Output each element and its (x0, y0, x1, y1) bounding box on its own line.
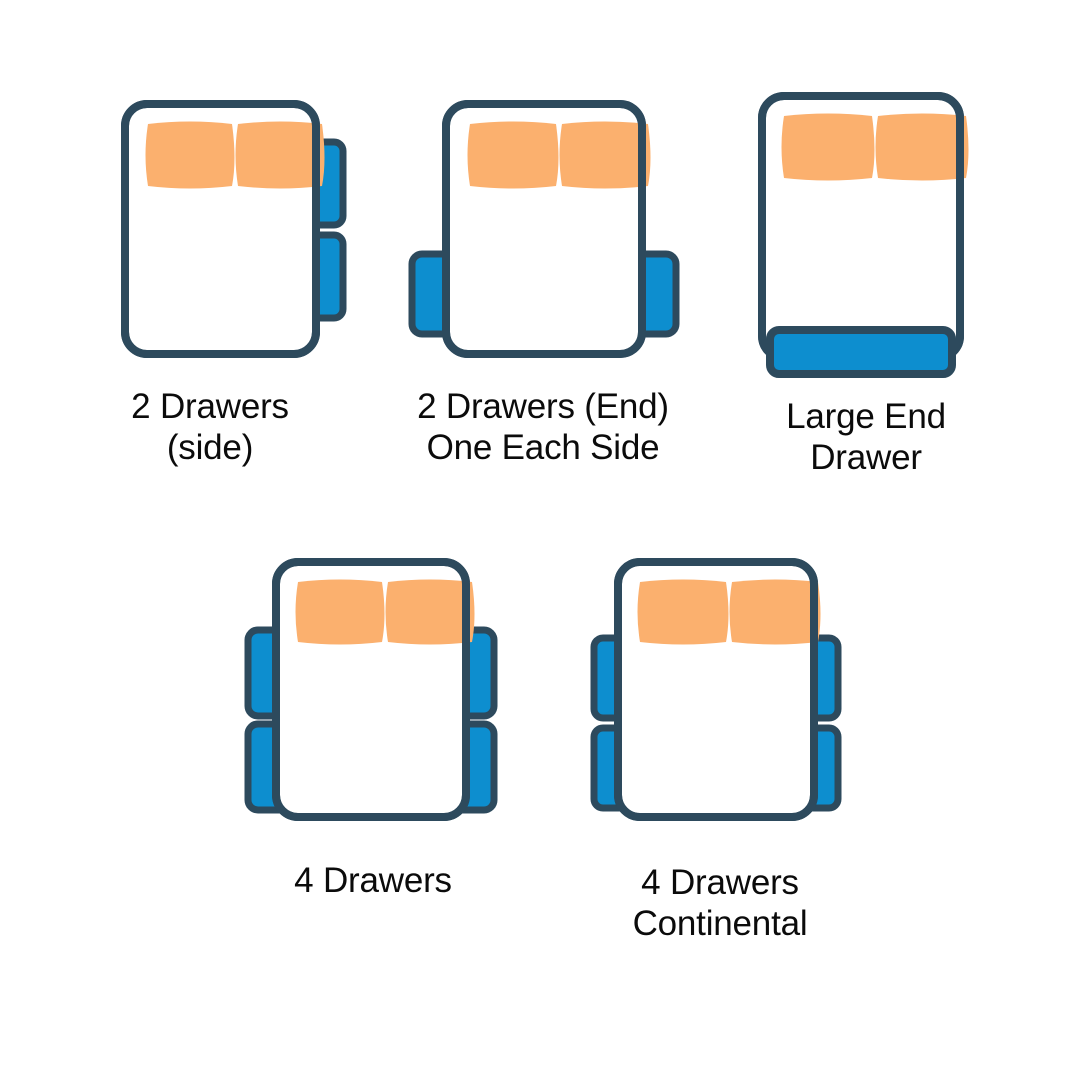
pillow-left (295, 579, 385, 645)
bed-option-two-drawers-end[interactable] (404, 92, 684, 367)
mattress-outline-top (442, 100, 646, 358)
drawer-end-large (766, 326, 956, 378)
pillow-right (559, 121, 651, 189)
bed-icon-two-drawers-end (408, 100, 680, 358)
bed-option-four-drawers-continental[interactable] (586, 552, 846, 827)
bed-icon-large-end-drawer (758, 92, 969, 378)
bed-option-four-drawers[interactable] (236, 552, 506, 827)
pillow-left (781, 113, 875, 181)
bed-option-label-four-drawers-continental: 4 Drawers Continental (632, 863, 808, 944)
pillow-right (385, 579, 475, 645)
bed-option-large-end-drawer[interactable] (748, 82, 978, 382)
bed-option-label-two-drawers-side: 2 Drawers (side) (131, 387, 289, 468)
bed-icon-two-drawers-side (121, 100, 347, 358)
bed-option-label-four-drawers: 4 Drawers (294, 861, 452, 900)
pillow-right (235, 121, 325, 189)
pillow-left (145, 121, 235, 189)
pillow-right (729, 579, 821, 645)
bed-icon-four-drawers (244, 558, 498, 821)
pillow-left (637, 579, 729, 645)
bed-option-label-large-end-drawer: Large End Drawer (786, 397, 946, 478)
bed-icon-four-drawers-continental (590, 558, 842, 821)
pillow-left (467, 121, 559, 189)
mattress-outline-top (614, 558, 818, 821)
bed-option-two-drawers-side[interactable] (108, 92, 358, 367)
bed-option-label-two-drawers-end: 2 Drawers (End) One Each Side (417, 387, 669, 468)
mattress-outline-top (272, 558, 470, 821)
mattress-outline-top (121, 100, 320, 358)
pillow-right (875, 113, 969, 181)
